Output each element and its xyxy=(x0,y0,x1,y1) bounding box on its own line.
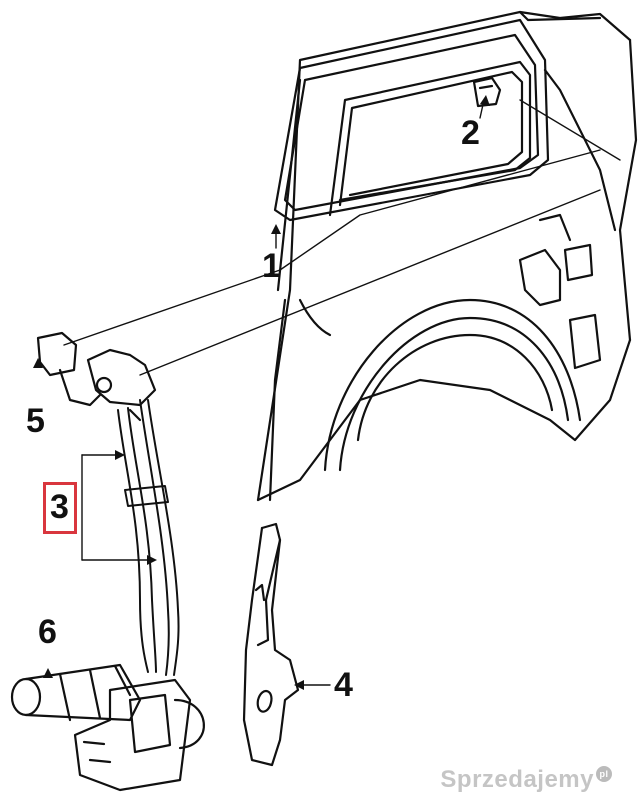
callout-4: 4 xyxy=(334,666,353,704)
callout-2: 2 xyxy=(461,114,480,152)
arrowheads xyxy=(33,95,490,690)
window-frame xyxy=(273,18,550,222)
callout-3: 3 xyxy=(50,488,69,526)
watermark-text: Sprzedajemy xyxy=(440,766,594,793)
wheel-arch xyxy=(323,298,582,472)
leader-lines xyxy=(63,99,621,686)
regulator-bracket xyxy=(73,678,205,792)
body-panel-outline xyxy=(256,10,638,502)
callout-1: 1 xyxy=(262,247,281,285)
watermark-suffix: pl xyxy=(596,766,612,782)
latch-part-2 xyxy=(472,76,502,108)
actuator-part-5 xyxy=(36,331,157,422)
callout-5: 5 xyxy=(26,402,45,440)
hinge-part-4 xyxy=(242,522,300,767)
cables-part-3 xyxy=(117,399,180,676)
inner-panel-details xyxy=(298,213,602,370)
callout-6: 6 xyxy=(38,613,57,651)
motor-part-6 xyxy=(10,663,142,722)
callout-3-highlight-box xyxy=(43,482,77,534)
